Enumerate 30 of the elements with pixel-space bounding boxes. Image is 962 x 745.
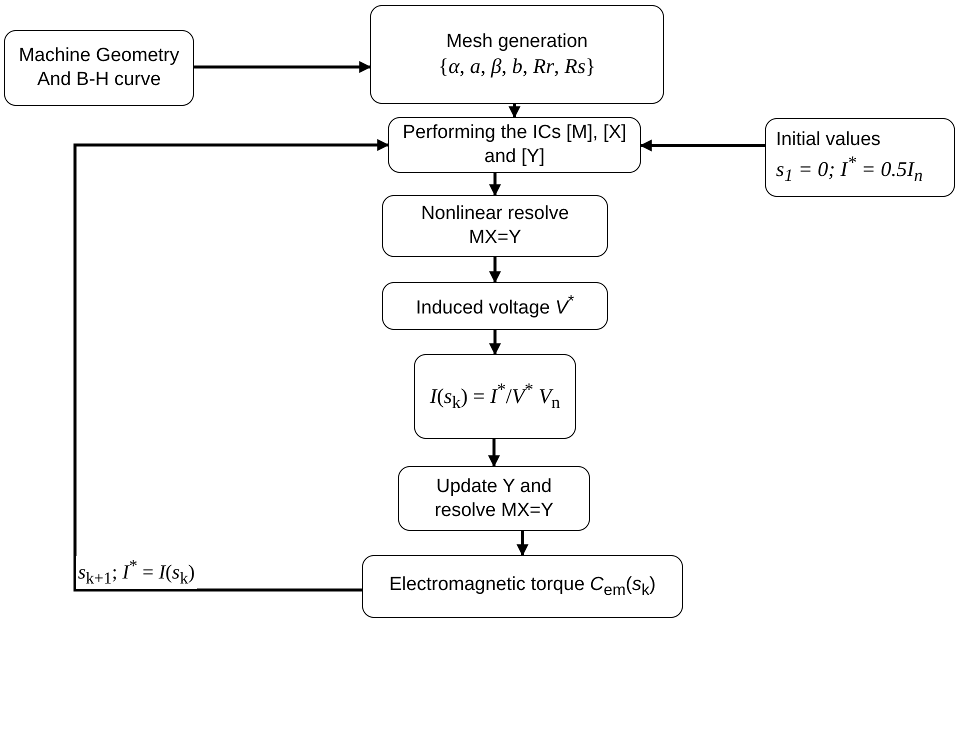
arrow — [640, 140, 765, 152]
process-box — [370, 5, 664, 104]
arrow — [488, 439, 500, 468]
process-box — [382, 195, 608, 257]
arrow — [508, 104, 520, 118]
process-box — [388, 117, 641, 173]
arrow — [489, 257, 501, 284]
box-label: Machine Geometry And B-H curve — [18, 44, 180, 92]
arrow — [194, 61, 372, 73]
process-box — [362, 555, 683, 618]
box-label: Mesh generation — [446, 30, 588, 54]
formula: {α, a, β, b, Rr, Rs} — [438, 53, 596, 80]
formula: s$_{1}$ = 0; I$^{*}$ = 0.5I$_{n}$ — [776, 152, 923, 187]
process-box — [765, 118, 955, 197]
box-label: Electromagnetic torque C$_{em}$(s$_{k}$) — [389, 572, 656, 600]
arrow — [516, 531, 528, 556]
box-label: Nonlinear resolve MX=Y — [420, 202, 570, 250]
process-box — [382, 282, 608, 330]
box-label: Initial values — [776, 128, 881, 152]
process-box — [398, 466, 590, 531]
arrow — [489, 330, 501, 356]
box-label: Update Y and resolve MX=Y — [434, 474, 554, 522]
process-box — [414, 354, 576, 439]
formula: I(s$_{k}$) = I$^{*}$/V$^{*}$ V$_{n}$ — [430, 378, 560, 414]
box-label: Induced voltage V$^{*}$ — [416, 292, 574, 320]
box-label: Performing the ICs [M], [X] and [Y] — [402, 121, 628, 169]
edge-label: s$_{k+1}$; I$^{*}$ = I(s$_{k}$) — [76, 556, 197, 589]
arrow — [489, 173, 501, 196]
process-box — [4, 30, 194, 106]
arrow — [74, 139, 390, 592]
